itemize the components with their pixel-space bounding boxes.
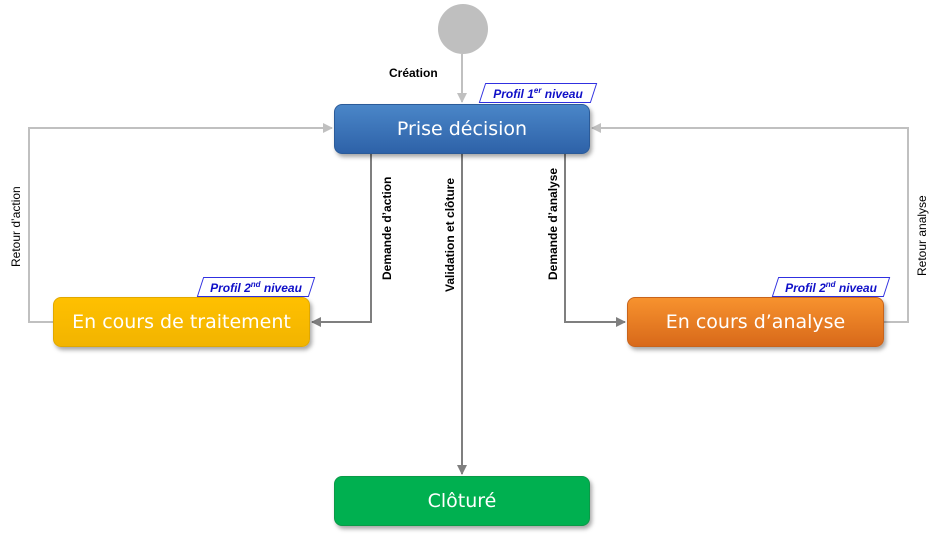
state-en-cours-traitement: En cours de traitement (53, 297, 310, 347)
profile-prefix: Profil 1 (493, 86, 534, 101)
state-prise-decision: Prise décision (334, 104, 590, 154)
state-label: Prise décision (396, 118, 528, 140)
profile-prefix: Profil 2 (785, 280, 826, 295)
arrow-demande-action (311, 154, 372, 327)
arrow-demande-analyse (564, 154, 626, 327)
arrow-retour-action (28, 123, 333, 323)
profile-suffix: niveau (260, 280, 302, 295)
state-label: Clôturé (427, 490, 497, 512)
profile-prefix: Profil 2 (210, 280, 251, 295)
profile-sup: nd (250, 279, 261, 289)
profile-tag-prise-decision: Profil 1er niveau (478, 83, 598, 103)
state-label: En cours de traitement (72, 311, 291, 333)
profile-sup: er (533, 85, 542, 95)
initial-state-node (438, 4, 488, 54)
profile-suffix: niveau (541, 86, 583, 101)
state-cloture: Clôturé (334, 476, 590, 526)
label-validation-cloture: Validation et clôture (443, 177, 457, 292)
label-demande-action: Demande d’action (380, 176, 394, 280)
label-retour-action: Retour d’action (9, 186, 23, 267)
state-en-cours-analyse: En cours d’analyse (627, 297, 884, 347)
label-creation: Création (389, 66, 438, 80)
label-demande-analyse: Demande d’analyse (546, 167, 560, 280)
label-retour-analyse: Retour analyse (915, 195, 929, 276)
profile-tag-en-cours-traitement: Profil 2nd niveau (196, 277, 316, 297)
state-label: En cours d’analyse (665, 311, 846, 333)
profile-sup: nd (825, 279, 836, 289)
arrow-retour-analyse (591, 123, 909, 323)
profile-tag-en-cours-analyse: Profil 2nd niveau (771, 277, 891, 297)
profile-suffix: niveau (835, 280, 877, 295)
